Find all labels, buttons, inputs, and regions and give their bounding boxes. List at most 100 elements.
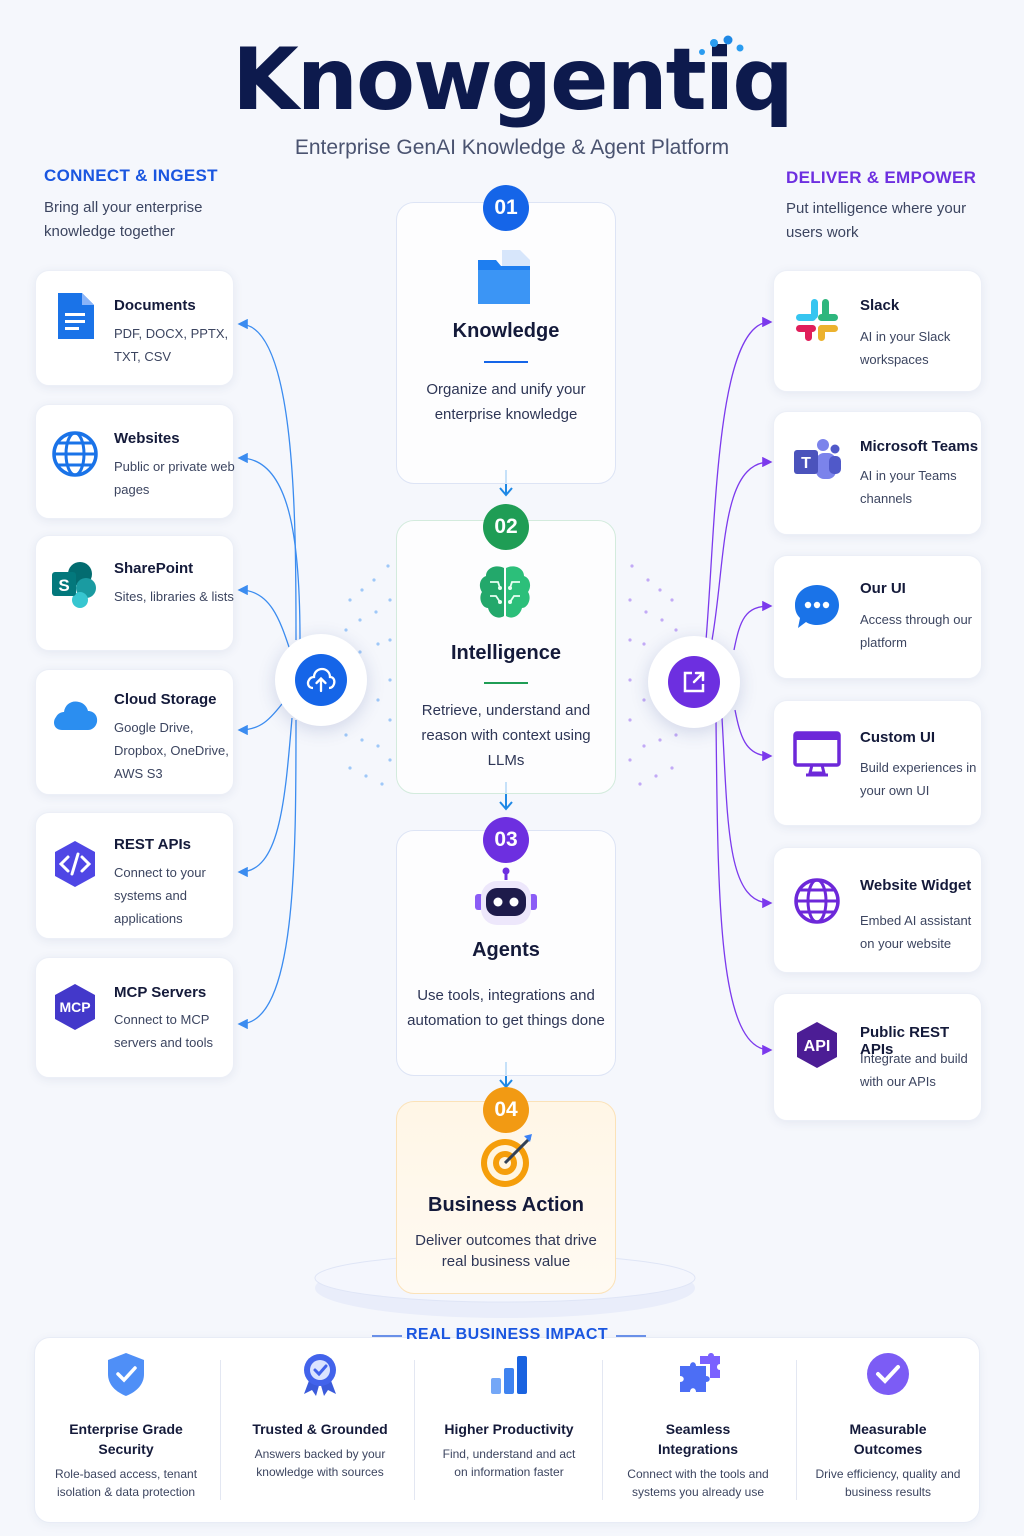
step-number-badge: 03 <box>483 817 529 863</box>
source-card-sharepoint[interactable]: S SharePoint Sites, libraries & lists <box>35 535 234 651</box>
deliver-empower-subtitle: Put intelligence where your users work <box>786 200 967 241</box>
source-card-rest-apis[interactable]: REST APIs Connect to your systems and ap… <box>35 812 234 939</box>
step-number-badge: 02 <box>483 504 529 550</box>
channel-title: Slack <box>860 297 900 314</box>
code-icon <box>55 841 95 887</box>
globe-icon <box>794 878 840 924</box>
target-icon <box>481 1134 532 1187</box>
impact-heading: REAL BUSINESS IMPACT <box>405 1326 609 1343</box>
mcp-icon: MCP <box>55 984 95 1030</box>
connect-ingest-subtitle: Bring all your enterprise knowledge toge… <box>44 199 203 240</box>
channel-card-our-ui[interactable]: Our UI Access through our platform <box>773 555 982 679</box>
channel-title: Microsoft Teams <box>860 438 979 455</box>
channel-title: Website Widget <box>860 877 972 894</box>
source-title: Cloud Storage <box>114 691 217 708</box>
source-title: Websites <box>114 430 180 447</box>
connect-ingest-heading: CONNECT & INGEST <box>44 166 218 185</box>
impact-desc: Role-based access, tenant isolation & da… <box>54 1467 198 1499</box>
impact-title: Higher Productivity <box>444 1421 574 1437</box>
chat-bubble-icon <box>795 585 839 628</box>
external-link-icon <box>668 656 720 708</box>
impact-divider <box>220 1360 221 1500</box>
source-title: Documents <box>114 297 196 314</box>
source-desc: Connect to MCP servers and tools <box>114 1012 213 1050</box>
step-card-business-action[interactable] <box>396 1101 616 1294</box>
robot-icon <box>475 867 537 925</box>
channel-title: Public REST APIs <box>860 1024 950 1058</box>
step-title: Knowledge <box>452 320 560 342</box>
shield-icon <box>108 1353 144 1396</box>
step-title: Intelligence <box>450 642 562 664</box>
step-divider <box>484 682 528 684</box>
source-title: REST APIs <box>114 836 191 853</box>
impact-item-outcomes: Measurable Outcomes Drive efficiency, qu… <box>814 1350 962 1501</box>
impact-item-security: Enterprise Grade Security Role-based acc… <box>52 1350 200 1501</box>
step-number-badge: 01 <box>483 185 529 231</box>
svg-text:MCP: MCP <box>59 999 90 1015</box>
svg-text:S: S <box>58 576 69 595</box>
channel-card-website-widget[interactable]: Website Widget Embed AI assistant on you… <box>773 847 982 973</box>
impact-title: Trusted & Grounded <box>252 1421 388 1437</box>
channel-title: Our UI <box>860 580 906 597</box>
svg-text:API: API <box>804 1038 831 1055</box>
channel-card-custom-ui[interactable]: Custom UI Build experiences in your own … <box>773 700 982 826</box>
teams-icon: T <box>794 439 841 479</box>
step-number-badge: 04 <box>483 1087 529 1133</box>
monitor-icon <box>793 731 841 777</box>
document-icon <box>58 293 94 339</box>
channel-card-microsoft-teams[interactable]: T Microsoft Teams AI in your Teams chann… <box>773 411 982 535</box>
impact-desc: Connect with the tools and systems you a… <box>627 1467 769 1499</box>
channel-desc: Access through our platform <box>860 612 973 650</box>
sharepoint-icon: S <box>52 562 96 608</box>
slack-icon <box>796 299 838 341</box>
source-desc: Sites, libraries & lists <box>114 589 234 604</box>
channel-desc: Build experiences in your own UI <box>860 760 977 798</box>
source-desc: Google Drive, Dropbox, OneDrive, AWS S3 <box>114 720 229 781</box>
step-title: Business Action <box>428 1194 584 1216</box>
svg-text:T: T <box>801 455 811 472</box>
source-title: SharePoint <box>114 560 194 577</box>
channel-desc: Embed AI assistant on your website <box>860 913 972 951</box>
step-title: Agents <box>472 939 540 961</box>
deliver-empower-heading: DELIVER & EMPOWER <box>786 168 977 187</box>
bar-chart-icon <box>491 1356 527 1394</box>
impact-title: Enterprise Grade Security <box>69 1421 183 1457</box>
ingest-hub[interactable] <box>275 634 367 726</box>
award-icon <box>304 1354 336 1396</box>
step-card-knowledge[interactable] <box>396 202 616 484</box>
step-divider <box>484 361 528 363</box>
cloud-upload-icon <box>295 654 347 706</box>
channel-desc: AI in your Slack workspaces <box>860 329 951 367</box>
globe-icon <box>52 431 98 477</box>
puzzle-icon <box>680 1353 720 1392</box>
step-desc: Organize and unify your enterprise knowl… <box>426 381 586 423</box>
source-card-cloud-storage[interactable]: Cloud Storage Google Drive, Dropbox, One… <box>35 669 234 795</box>
impact-title: Seamless Integrations <box>657 1421 739 1457</box>
step-desc: Retrieve, understand and reason with con… <box>421 702 591 769</box>
source-card-mcp-servers[interactable]: MCP MCP Servers Connect to MCP servers a… <box>35 957 234 1078</box>
step-card-intelligence[interactable] <box>396 520 616 794</box>
impact-divider <box>796 1360 797 1500</box>
check-circle-icon <box>867 1353 909 1395</box>
impact-desc: Drive efficiency, quality and business r… <box>815 1467 961 1499</box>
source-card-websites[interactable]: Websites Public or private web pages <box>35 404 235 519</box>
channel-title: Custom UI <box>860 729 935 746</box>
channel-card-slack[interactable]: Slack AI in your Slack workspaces <box>773 270 982 392</box>
channel-card-public-rest-apis[interactable]: API Public REST APIs Integrate and build… <box>773 993 982 1121</box>
source-desc: Public or private web pages <box>114 459 235 497</box>
source-title: MCP Servers <box>114 984 207 1001</box>
impact-divider <box>414 1360 415 1500</box>
api-icon: API <box>797 1022 837 1068</box>
impact-item-trusted: Trusted & Grounded Answers backed by you… <box>246 1350 394 1481</box>
source-card-documents[interactable]: Documents PDF, DOCX, PPTX, TXT, CSV <box>35 270 234 386</box>
impact-title: Measurable Outcomes <box>849 1421 927 1457</box>
channel-desc: Integrate and build with our APIs <box>860 1051 968 1089</box>
deliver-hub[interactable] <box>648 636 740 728</box>
impact-divider <box>602 1360 603 1500</box>
logo-dots-icon <box>699 35 744 55</box>
cloud-icon <box>54 701 98 730</box>
tagline: Enterprise GenAI Knowledge & Agent Platf… <box>294 136 730 159</box>
channel-desc: AI in your Teams channels <box>860 468 957 506</box>
brain-icon <box>479 566 531 618</box>
step-desc: Use tools, integrations and automation t… <box>407 987 605 1029</box>
